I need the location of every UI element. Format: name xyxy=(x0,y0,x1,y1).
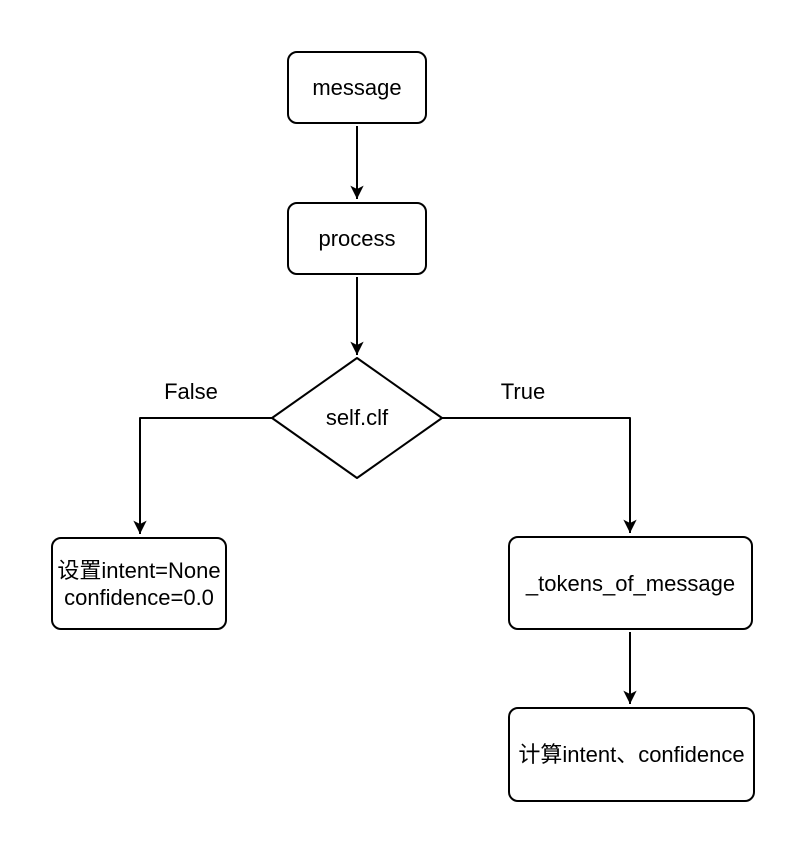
node-compute-label: 计算intent、confidence xyxy=(518,742,745,767)
edge-decision-false-branch xyxy=(133,417,272,534)
edge-label-true: True xyxy=(500,379,546,404)
node-set-defaults-line2: confidence=0.0 xyxy=(64,584,214,610)
node-decision-label: self.clf xyxy=(325,405,389,430)
node-tokenize: _tokens_of_message xyxy=(508,536,753,630)
node-tokenize-label: _tokens_of_message xyxy=(525,570,736,596)
node-set-defaults-line1: 设置intent=None xyxy=(57,557,221,583)
edge-label-false: False xyxy=(164,379,218,404)
node-process-label: process xyxy=(318,226,396,251)
node-message: message xyxy=(287,51,427,124)
node-compute: 计算intent、confidence xyxy=(508,707,755,802)
edge-decision-true-branch xyxy=(442,417,637,533)
node-message-label: message xyxy=(312,75,402,100)
decision-diamond-shape xyxy=(271,357,443,479)
node-process: process xyxy=(287,202,427,275)
node-set-defaults: 设置intent=None confidence=0.0 xyxy=(51,537,227,630)
